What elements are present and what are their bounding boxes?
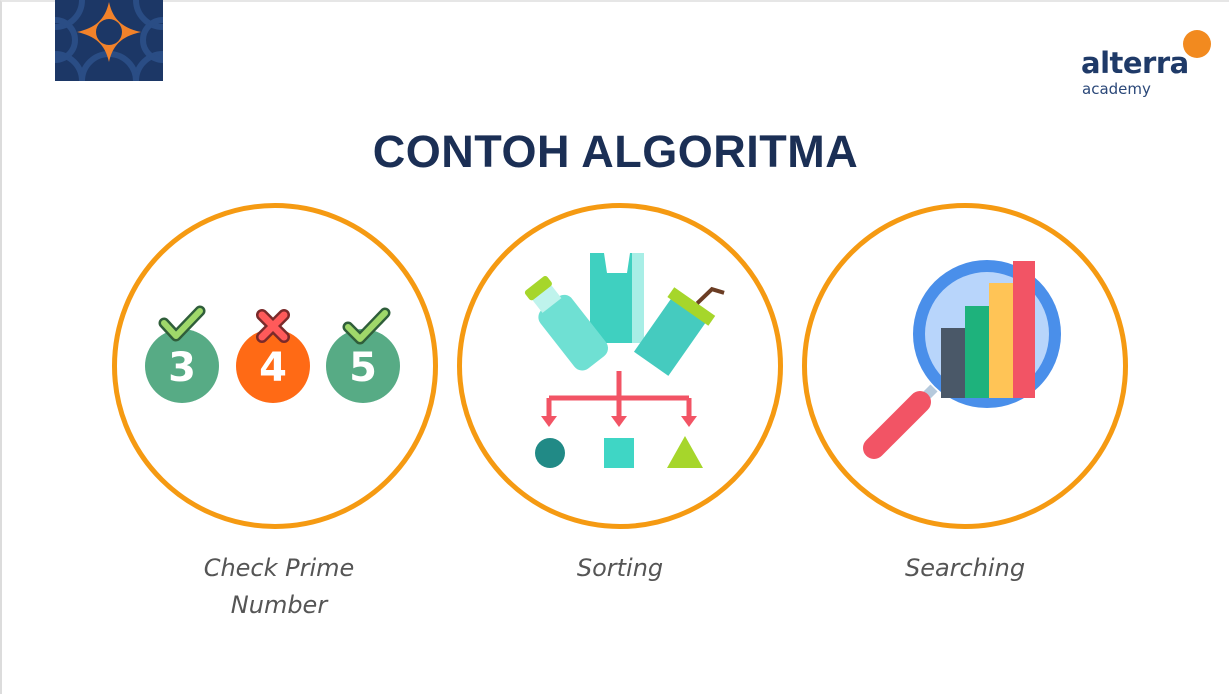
caption-searching: Searching — [802, 550, 1128, 587]
brand-subtitle: academy — [1082, 80, 1151, 98]
caption-line-1: Searching — [904, 554, 1026, 582]
bar-chart-icon — [941, 261, 1035, 398]
number-ball-4: 4 — [236, 309, 310, 403]
card-searching — [802, 203, 1128, 529]
card-ring — [802, 203, 1128, 529]
triangle-shape-icon — [667, 436, 703, 468]
card-ring — [112, 203, 438, 529]
corner-pattern-logo — [55, 0, 163, 81]
number-4-label: 4 — [259, 345, 287, 391]
bottle-icon — [524, 276, 609, 371]
card-check-prime: 3 4 5 — [112, 203, 438, 529]
card-ring — [457, 203, 783, 529]
sorting-illustration — [524, 253, 725, 468]
caption-line-2: Number — [230, 591, 328, 619]
number-ball-3: 3 — [145, 305, 219, 403]
card-sorting — [457, 203, 783, 529]
brand-dot-icon — [1183, 30, 1211, 58]
search-chart-illustration — [863, 260, 1061, 459]
number-3-label: 3 — [168, 345, 196, 391]
square-shape-icon — [604, 438, 634, 468]
alterra-academy-logo: alterra academy — [1081, 28, 1211, 100]
caption-line-1: Sorting — [576, 554, 664, 582]
magnifier-handle-icon — [863, 384, 938, 459]
caption-line-1: Check Prime — [203, 554, 355, 582]
brand-name: alterra — [1081, 46, 1189, 80]
plastic-bag-icon — [590, 253, 644, 343]
cup-icon — [633, 286, 725, 376]
prime-check-illustration: 3 4 5 — [145, 305, 400, 403]
slide-title: CONTOH ALGORITMA — [372, 126, 859, 177]
caption-sorting: Sorting — [457, 550, 783, 587]
number-5-label: 5 — [349, 345, 377, 391]
number-ball-5: 5 — [326, 307, 400, 403]
caption-check-prime: Check Prime Number — [116, 550, 442, 624]
circle-shape-icon — [535, 438, 565, 468]
split-arrows-icon — [546, 371, 692, 421]
